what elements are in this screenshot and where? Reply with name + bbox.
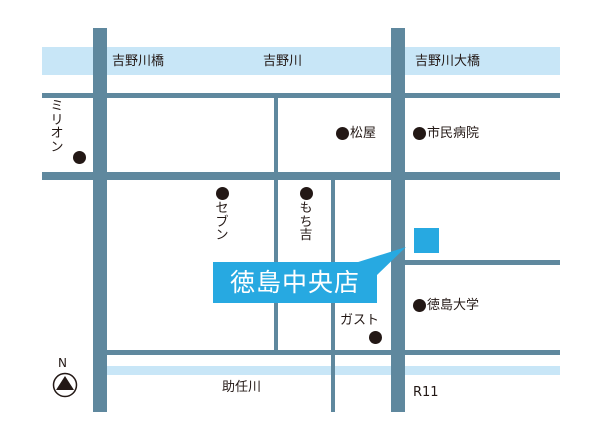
- compass-north-icon: [52, 372, 78, 398]
- label-yoshinogawa-bridge: 吉野川橋: [112, 54, 165, 69]
- road-horizontal-right: [405, 260, 560, 265]
- landmark-label-matsuya: 松屋: [350, 126, 377, 141]
- landmark-label-million: ミリオン: [50, 99, 64, 155]
- label-yoshinogawa: 吉野川: [263, 54, 303, 69]
- landmark-marker-mochikichi: [300, 187, 313, 200]
- label-route-r11: R11: [413, 385, 439, 400]
- landmark-marker-matsuya: [336, 127, 349, 140]
- landmark-marker-million: [73, 151, 86, 164]
- road-horizontal-1: [42, 93, 560, 98]
- label-suketogawa: 助任川: [222, 380, 262, 395]
- landmark-marker-tokushima-university: [413, 299, 426, 312]
- landmark-marker-gusto: [369, 331, 382, 344]
- landmark-label-tokushima-university: 徳島大学: [427, 298, 480, 313]
- label-yoshinogawa-ohashi: 吉野川大橋: [415, 54, 481, 69]
- compass-north-label: N: [58, 356, 67, 370]
- landmark-marker-city-hospital: [413, 127, 426, 140]
- road-vertical-r11: [391, 28, 405, 412]
- store-location-marker[interactable]: [414, 228, 439, 253]
- landmark-marker-seven: [216, 187, 229, 200]
- landmark-label-seven: セブン: [215, 201, 229, 244]
- road-vertical-thin-1: [274, 96, 278, 352]
- landmark-label-gusto: ガスト: [340, 313, 380, 328]
- yoshino-river-band: [42, 47, 560, 75]
- landmark-label-mochikichi: もち吉: [299, 201, 313, 244]
- store-name-callout[interactable]: 徳島中央店: [213, 262, 377, 303]
- road-horizontal-2: [42, 172, 560, 180]
- landmark-label-city-hospital: 市民病院: [427, 126, 480, 141]
- road-vertical-left-main: [93, 28, 107, 412]
